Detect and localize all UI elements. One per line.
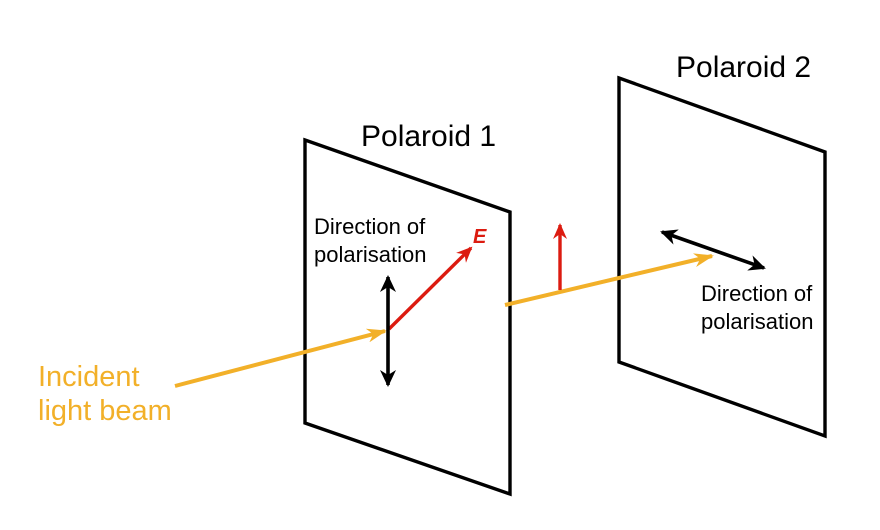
incident-beam-label-line: Incident <box>38 361 140 393</box>
transmitted-beam-arrow <box>504 253 714 307</box>
polaroid-1-panel <box>303 137 512 497</box>
incident-beam-label: Incident light beam <box>38 360 172 428</box>
direction-label-line: polarisation <box>701 309 814 334</box>
e-field-label: E <box>473 226 487 248</box>
polaroid-2-axis-arrow <box>660 229 766 271</box>
direction-label-line: Direction of <box>701 281 813 306</box>
direction-label-line: polarisation <box>314 242 427 267</box>
incident-beam-arrow <box>174 328 387 388</box>
polaroid-2-panel <box>617 75 827 439</box>
direction-label-line: Direction of <box>314 214 426 239</box>
polaroid-2-label: Polaroid 2 <box>676 51 812 84</box>
polaroid-1-direction-label: Direction of polarisation <box>314 213 427 269</box>
polaroid-1-label: Polaroid 1 <box>361 120 497 153</box>
polaroid-2-direction-label: Direction of polarisation <box>701 280 814 336</box>
e-field-vector-arrow <box>387 246 473 331</box>
incident-beam-label-line: light beam <box>38 395 172 427</box>
